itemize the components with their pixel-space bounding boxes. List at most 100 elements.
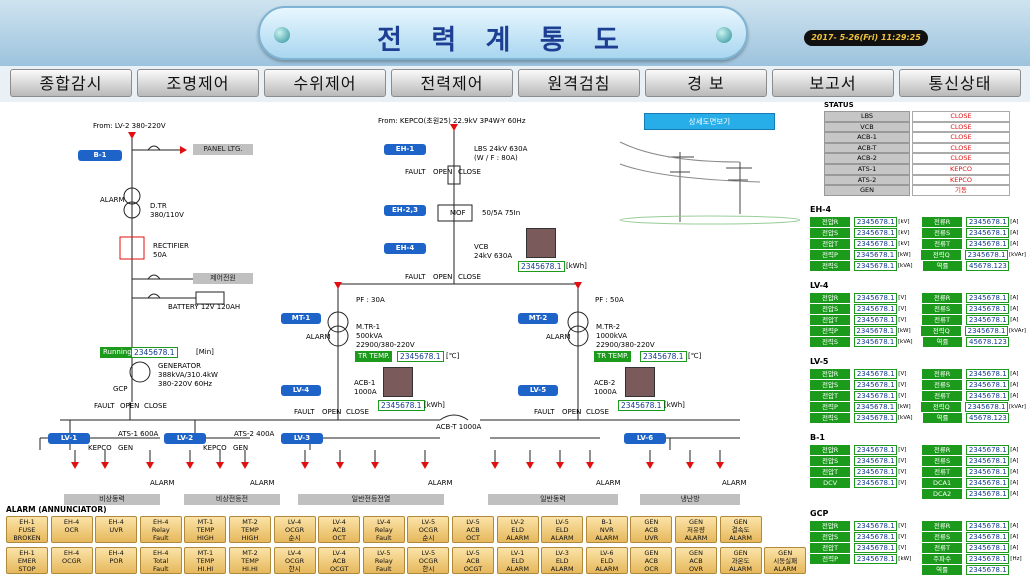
alarm-button[interactable]: B-1 NVR ALARM (585, 516, 628, 543)
status-key: ACB-2 (824, 153, 910, 164)
menu-power[interactable]: 전력제어 (391, 69, 513, 97)
tag-b1[interactable]: B-1 (78, 150, 122, 161)
alarm-button[interactable]: LV-5 ACB OCT (452, 516, 494, 543)
alarm-button[interactable]: EH-1 EMER STOP (6, 547, 48, 574)
alarm-button[interactable]: LV-1 ELD ALARM (496, 547, 539, 574)
tag-eh23[interactable]: EH-2,3 (384, 205, 426, 216)
alarm-button[interactable]: EH-4 OCR (50, 516, 93, 543)
vcb-meter-image[interactable] (526, 228, 556, 258)
measure-value: 2345678.1 (966, 445, 1010, 456)
alarm-button[interactable]: GEN ACB UVR (630, 516, 673, 543)
section-title: LV-4 (810, 281, 829, 290)
menu-remote-metering[interactable]: 원격검침 (518, 69, 640, 97)
tag-lv6[interactable]: LV-6 (624, 433, 666, 444)
measure-value: 2345678.1 (966, 217, 1010, 228)
tag-lv5[interactable]: LV-5 (518, 385, 558, 396)
measure-value: 2345678.1 (854, 477, 898, 488)
alarm-button[interactable]: LV-4 OCGR 한시 (273, 547, 316, 574)
alarm-button[interactable]: LV-5 OCGR 순시 (407, 516, 450, 543)
detail-drawing-button[interactable]: 상세도면보기 (644, 113, 775, 130)
tag-eh4[interactable]: EH-4 (384, 243, 426, 254)
measure-unit: [V] (898, 544, 907, 551)
measure-label: 전압R (810, 369, 851, 380)
alarm-button[interactable]: LV-4 ACB OCT (318, 516, 361, 543)
alarm-button[interactable]: EH-4 Total Fault (139, 547, 182, 574)
measure-value: 2345678.1 (853, 401, 897, 412)
tag-mt1[interactable]: MT-1 (281, 313, 321, 324)
alarm-button[interactable]: MT-1 TEMP HI.HI (184, 547, 227, 574)
menu-report[interactable]: 보고서 (772, 69, 894, 97)
mtr1-alarm: ALARM (306, 333, 331, 341)
alarm-button[interactable]: LV-6 ELD ALARM (585, 547, 628, 574)
load-general-power: 일반동력 (488, 494, 618, 505)
measure-label: 전류R (922, 293, 963, 304)
alarm-button[interactable]: LV-5 ACB OCGT (452, 547, 494, 574)
menu-alarm[interactable]: 경 보 (645, 69, 767, 97)
clock-display: 2017- 5-26(Fri) 11:29:25 (804, 30, 928, 46)
menu-lighting[interactable]: 조명제어 (137, 69, 259, 97)
alarm-button[interactable]: LV-4 Relay Fault (362, 516, 405, 543)
measure-unit: [A] (1010, 523, 1019, 530)
alarm-button[interactable]: LV-5 OCGR 한시 (407, 547, 450, 574)
alarm-button[interactable]: GEN 결속도 ALARM (719, 516, 762, 543)
measure-unit: [V] (898, 382, 907, 389)
alarm-button[interactable]: MT-2 TEMP HIGH (229, 516, 271, 543)
tag-lv4[interactable]: LV-4 (281, 385, 321, 396)
vcb-kwh-value: 2345678.1 (518, 261, 565, 272)
tag-mt2[interactable]: MT-2 (518, 313, 558, 324)
alarm-button[interactable]: MT-1 TEMP HIGH (184, 516, 227, 543)
status-key: ATS-2 (824, 174, 910, 186)
measure-label: 역률 (922, 336, 963, 347)
alarm-button[interactable]: GEN ACB OCR (630, 547, 673, 574)
measure-label: 전력S (810, 336, 850, 347)
alarm-button[interactable]: LV-4 ACB OCGT (318, 547, 361, 574)
tag-lv3[interactable]: LV-3 (281, 433, 323, 444)
alarm-button[interactable]: LV-4 OCGR 순시 (273, 516, 316, 543)
alarm-button[interactable]: MT-2 TEMP HI.HI (229, 547, 271, 574)
alarm-button[interactable]: LV-3 ELD ALARM (541, 547, 584, 574)
measure-unit: [A] (1010, 392, 1019, 399)
alarm-button[interactable]: GEN ACB OVR (675, 547, 717, 574)
tr-temp-2-value: 2345678.1 (640, 351, 687, 362)
alarm-button[interactable]: LV-5 Relay Fault (362, 547, 405, 574)
alarm-button[interactable]: GEN 시동실패 ALARM (764, 547, 807, 574)
lv2-alarm: ALARM (250, 479, 275, 487)
tag-eh1[interactable]: EH-1 (384, 144, 426, 155)
measure-value: 2345678.1 (966, 532, 1010, 543)
alarm-button[interactable]: EH-4 UVR (95, 516, 138, 543)
acb2-meter-image[interactable] (625, 367, 655, 397)
menu-water-level[interactable]: 수위제어 (264, 69, 386, 97)
measure-value: 2345678.1 (965, 325, 1008, 336)
measure-value: 2345678.1 (854, 369, 898, 380)
menu-overview[interactable]: 종합감시 (10, 69, 132, 97)
ats2-gen: GEN (233, 444, 249, 452)
alarm-button[interactable]: EH-4 POR (95, 547, 138, 574)
alarm-button[interactable]: LV-5 ELD ALARM (541, 516, 584, 543)
alarm-button[interactable]: EH-4 OCGR (50, 547, 93, 574)
measure-value: 45678.123 (966, 412, 1010, 423)
alarm-button[interactable]: GEN 과온도 ALARM (719, 547, 762, 574)
measure-value: 2345678.1 (853, 412, 897, 423)
lbs-close: CLOSE (458, 168, 481, 176)
alarm-button[interactable]: EH-1 FUSE BROKEN (6, 516, 48, 543)
tag-lv1[interactable]: LV-1 (48, 433, 90, 444)
measure-value: 2345678.1 (966, 304, 1010, 315)
menu-comm-status[interactable]: 통신상태 (899, 69, 1021, 97)
alarm-button[interactable]: GEN 저유량 ALARM (675, 516, 717, 543)
measure-label: DCA1 (922, 477, 963, 488)
alarm-button[interactable]: EH-4 Relay Fault (139, 516, 182, 543)
measure-value: 2345678.1 (854, 542, 898, 553)
measure-label: DCV (810, 477, 851, 488)
measure-value: 2345678.1 (966, 564, 1010, 575)
alarm-button[interactable]: LV-2 ELD ALARM (496, 516, 539, 543)
tag-lv2[interactable]: LV-2 (164, 433, 206, 444)
measure-label: 주파수 (922, 553, 963, 564)
acb1-meter-image[interactable] (383, 367, 413, 397)
